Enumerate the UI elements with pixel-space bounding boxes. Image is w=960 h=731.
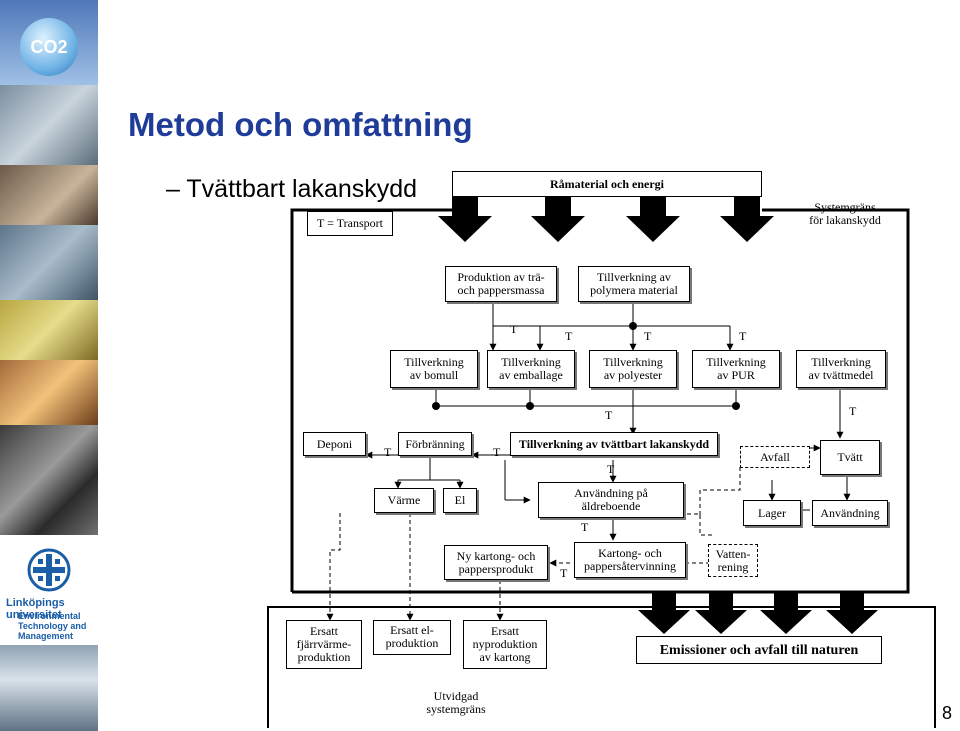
transport-marker: T <box>739 329 747 343</box>
heat-box: Värme <box>374 488 434 513</box>
polyester-production-box: Tillverkning av polyester <box>589 350 677 388</box>
page-title: Metod och omfattning <box>128 106 473 143</box>
water-treatment-box: Vatten- rening <box>708 544 758 577</box>
fire-photo <box>0 360 98 425</box>
solar-panels-photo <box>0 645 98 731</box>
wood-pulp-production-box: Produktion av trä- och pappersmassa <box>445 266 557 302</box>
pur-production-box: Tillverkning av PUR <box>692 350 780 388</box>
university-name: Linköpings universitet <box>6 597 65 621</box>
extended-boundary-label: Utvidgad systemgräns <box>426 689 486 716</box>
system-boundary-label: Systemgräns för lakanskydd <box>809 200 881 227</box>
polymer-production-box: Tillverkning av polymera material <box>578 266 690 302</box>
glass-photo <box>0 300 98 360</box>
electricity-box: El <box>443 488 477 513</box>
university-logo-icon <box>27 548 71 592</box>
bullet-subtitle: – Tvättbart lakanskydd <box>166 175 418 203</box>
extended-boundary-line <box>267 606 936 728</box>
waste-box: Avfall <box>740 446 810 468</box>
packaging-production-box: Tillverkning av emballage <box>487 350 575 388</box>
transport-marker: T <box>605 408 613 422</box>
transport-marker: T <box>510 322 518 336</box>
meeting-photo <box>0 165 98 225</box>
sidebar-photo-strip: CO2 Linköpings universitet Environmental… <box>0 0 98 731</box>
department-name: Environmental Technology and Management <box>18 611 87 641</box>
transport-marker: T <box>493 445 501 459</box>
lab-photo <box>0 85 98 165</box>
transport-marker: T <box>560 566 568 580</box>
transport-marker: T <box>644 329 652 343</box>
transport-marker: T <box>384 445 392 459</box>
cotton-production-box: Tillverkning av bomull <box>390 350 478 388</box>
incineration-box: Förbränning <box>398 432 472 456</box>
transport-marker: T <box>849 404 857 418</box>
transport-marker: T <box>607 462 615 476</box>
output-arrows <box>638 592 878 634</box>
workers-photo <box>0 225 98 300</box>
emissions-waste-box: Emissioner och avfall till naturen <box>636 636 882 664</box>
storage-box: Lager <box>743 500 801 526</box>
replaced-district-heating-box: Ersatt fjärrvärme- produktion <box>286 620 362 669</box>
transport-legend: T = Transport <box>307 211 393 236</box>
transport-marker: T <box>565 329 573 343</box>
landfill-box: Deponi <box>303 432 366 456</box>
replaced-carton-production-box: Ersatt nyproduktion av kartong <box>463 620 547 669</box>
usage-box: Användning <box>812 500 888 526</box>
input-arrows <box>438 196 774 242</box>
washing-box: Tvätt <box>820 440 880 475</box>
sheet-protector-production-box: Tillverkning av tvättbart lakanskydd <box>510 432 718 456</box>
detergent-production-box: Tillverkning av tvättmedel <box>796 350 886 388</box>
carton-recycling-box: Kartong- och pappersåtervinning <box>574 542 686 578</box>
transport-marker: T <box>581 520 589 534</box>
co2-balloon-icon: CO2 <box>20 18 78 76</box>
raw-material-energy-box: Råmaterial och energi <box>452 171 762 197</box>
new-carton-product-box: Ny kartong- och pappersprodukt <box>444 545 548 580</box>
elderly-care-usage-box: Användning på äldreboende <box>538 482 684 518</box>
replaced-electricity-box: Ersatt el- produktion <box>373 620 451 655</box>
page-number: 8 <box>942 703 953 723</box>
system-boundary-line <box>290 208 452 592</box>
profile-photo <box>0 425 98 535</box>
